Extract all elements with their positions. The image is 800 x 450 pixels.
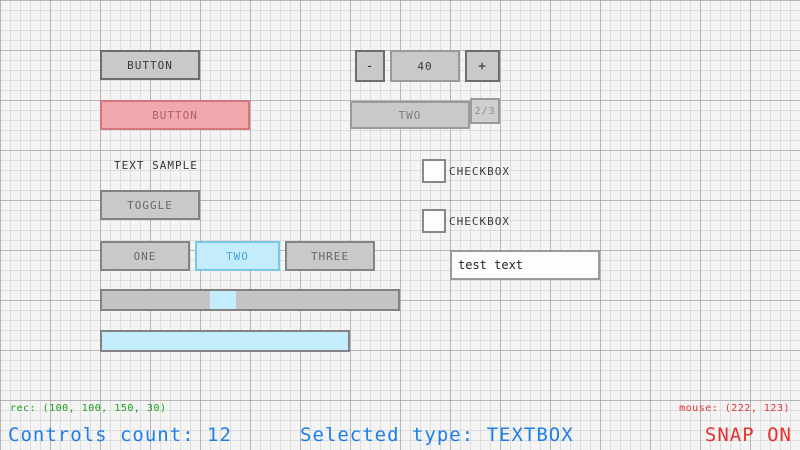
checkbox-box-1[interactable] xyxy=(422,159,446,183)
spinner-increment-button[interactable]: + xyxy=(465,50,500,82)
button-default[interactable]: BUTTON xyxy=(100,50,200,80)
checkbox-label-2: CHECKBOX xyxy=(449,214,510,228)
text-sample-label: TEXT SAMPLE xyxy=(114,155,274,175)
toggle-group-item-two-label: TWO xyxy=(226,249,249,263)
toggle-group-item-two[interactable]: TWO xyxy=(195,241,280,271)
button-default-label: BUTTON xyxy=(127,58,173,72)
rect-info-text: rec: (100, 100, 150, 30) xyxy=(10,403,167,414)
snap-state-text: SNAP ON xyxy=(704,424,792,446)
checkbox-row-1[interactable]: CHECKBOX xyxy=(422,158,582,184)
checkbox-row-2[interactable]: CHECKBOX xyxy=(422,208,582,234)
textbox-value: test text xyxy=(458,258,524,272)
toggle-group-item-three[interactable]: THREE xyxy=(285,241,375,271)
spinner-decrement-button[interactable]: - xyxy=(355,50,385,82)
mouse-info-text: mouse: (222, 123) xyxy=(679,403,790,414)
toggle-group-item-one[interactable]: ONE xyxy=(100,241,190,271)
textbox[interactable]: test text xyxy=(450,250,600,280)
controls-count-text: Controls count: 12 xyxy=(8,424,232,446)
spinner-decrement-label: - xyxy=(365,58,375,74)
checkbox-label-1: CHECKBOX xyxy=(449,164,510,178)
progress-bar xyxy=(100,330,350,352)
slider-handle[interactable] xyxy=(210,291,236,309)
button-focused[interactable]: BUTTON xyxy=(100,100,250,130)
dropdown-selected-label: TWO xyxy=(398,108,422,122)
toggle-group-item-one-label: ONE xyxy=(133,249,157,263)
button-focused-label: BUTTON xyxy=(152,108,198,122)
text-sample-value: TEXT SAMPLE xyxy=(114,158,198,172)
dropdown-box[interactable]: TWO xyxy=(350,101,470,129)
selected-type-text: Selected type: TEXTBOX xyxy=(300,424,574,446)
spinner-value-field[interactable]: 40 xyxy=(390,50,460,82)
checkbox-box-2[interactable] xyxy=(422,209,446,233)
slider[interactable] xyxy=(100,289,400,311)
toggle-button-label: TOGGLE xyxy=(127,198,173,212)
toggle-button[interactable]: TOGGLE xyxy=(100,190,200,220)
dropdown-count-label: 2/3 xyxy=(474,105,496,117)
dropdown-count-badge: 2/3 xyxy=(470,98,500,124)
spinner-value: 40 xyxy=(417,59,433,73)
spinner-increment-label: + xyxy=(478,58,487,74)
toggle-group-item-three-label: THREE xyxy=(310,249,350,263)
